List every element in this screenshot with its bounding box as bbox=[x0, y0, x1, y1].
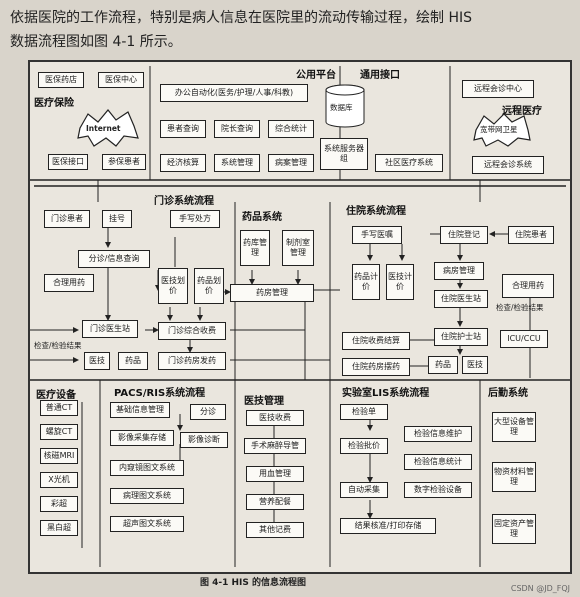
outpatient-doctor-station-box: 门诊医生站 bbox=[82, 320, 138, 338]
other-fees-box: 其他记费 bbox=[246, 522, 304, 538]
outpatient-check-label: 检查/检验结果 bbox=[34, 341, 82, 350]
equipment-item: 黑白超 bbox=[40, 520, 78, 536]
satellite-cloud-icon bbox=[473, 113, 531, 147]
internet-cloud-icon bbox=[77, 109, 139, 147]
equipment-item: 螺旋CT bbox=[40, 424, 78, 440]
inpatient-patient-box: 住院患者 bbox=[508, 226, 554, 244]
system-mgmt-box: 系统管理 bbox=[214, 154, 260, 172]
lab-info-maint-box: 检验信息维护 bbox=[404, 426, 472, 442]
inpatient-drug-use-box: 合理用药 bbox=[502, 274, 554, 298]
inpatient-check-label: 检查/检验结果 bbox=[496, 303, 544, 312]
outpatient-patient-box: 门诊患者 bbox=[44, 210, 90, 228]
outpatient-title: 门诊系统流程 bbox=[154, 196, 214, 207]
inpatient-doctor-station-box: 住院医生站 bbox=[434, 290, 488, 308]
dean-query-box: 院长查询 bbox=[214, 120, 260, 138]
tech-billing-box: 医技收费 bbox=[246, 410, 304, 426]
basic-info-box: 基础信息管理 bbox=[110, 402, 170, 418]
insurance-center-box: 医保中心 bbox=[98, 72, 144, 88]
pacs-title: PACS/RIS系统流程 bbox=[114, 388, 206, 399]
remote-title: 远程医疗 bbox=[502, 106, 542, 117]
equipment-item: 普通CT bbox=[40, 400, 78, 416]
insurance-title: 医疗保险 bbox=[34, 98, 74, 109]
icu-ccu-box: ICU/CCU bbox=[500, 330, 548, 348]
digital-lab-devices-box: 数字检验设备 bbox=[404, 482, 472, 498]
intro-line-1: 依据医院的工作流程，特别是病人信息在医院里的流动传输过程，绘制 HIS bbox=[10, 10, 472, 26]
lab-pricing-box: 检验批价 bbox=[340, 438, 388, 454]
result-verify-box: 结果核准/打印存储 bbox=[340, 518, 436, 534]
lab-stats-box: 检验信息统计 bbox=[404, 454, 472, 470]
inpatient-drugs-box: 药品 bbox=[428, 356, 458, 374]
register-box: 挂号 bbox=[102, 210, 132, 228]
patient-query-box: 患者查询 bbox=[160, 120, 206, 138]
outpatient-dispense-box: 门诊药房发药 bbox=[158, 352, 226, 370]
community-system-box: 社区医疗系统 bbox=[375, 154, 443, 172]
remote-system-box: 远程会诊系统 bbox=[472, 156, 544, 174]
pharmacy-title: 药品系统 bbox=[242, 212, 282, 223]
intro-line-2: 数据流程图如图 4-1 所示。 bbox=[10, 34, 182, 50]
drug-store-box: 药库管理 bbox=[240, 230, 270, 266]
ward-mgmt-box: 病房管理 bbox=[434, 262, 484, 280]
nurse-station-box: 住院护士站 bbox=[434, 328, 488, 346]
outpatient-drug-pricing-box: 药品划价 bbox=[194, 268, 224, 304]
inpatient-drug-pricing-box: 药品计价 bbox=[352, 264, 380, 300]
outpatient-drug-use-box: 合理用药 bbox=[44, 274, 94, 292]
stats-box: 综合统计 bbox=[268, 120, 314, 138]
watermark: CSDN @JD_FQJ bbox=[510, 584, 570, 593]
equipment-item: 彩超 bbox=[40, 496, 78, 512]
anesthesia-box: 手术麻醉导管 bbox=[244, 438, 306, 454]
preparation-room-box: 制剂室管理 bbox=[282, 230, 314, 266]
large-equip-box: 大型设备管理 bbox=[492, 412, 536, 442]
handwritten-orders-box: 手写医嘱 bbox=[352, 226, 402, 244]
inpatient-title: 住院系统流程 bbox=[346, 206, 406, 217]
image-diagnosis-box: 影像诊断 bbox=[180, 432, 228, 448]
outpatient-billing-box: 门诊综合收费 bbox=[158, 322, 226, 340]
inpatient-tech-pricing-box: 医技计价 bbox=[386, 264, 414, 300]
triage-query-box: 分诊/信息查询 bbox=[78, 250, 150, 268]
database-label: 数据库 bbox=[330, 103, 353, 112]
equipment-title: 医疗设备 bbox=[36, 390, 76, 401]
admission-box: 住院登记 bbox=[440, 226, 488, 244]
image-capture-box: 影像采集存储 bbox=[110, 430, 174, 446]
inpatient-dispense-box: 住院药房摆药 bbox=[342, 358, 410, 376]
lis-title: 实验室LIS系统流程 bbox=[342, 388, 430, 399]
equipment-item: 核磁MRI bbox=[40, 448, 78, 464]
outpatient-tech-pricing-box: 医技划价 bbox=[158, 268, 188, 304]
satellite-label: 宽带网卫星 bbox=[480, 125, 518, 134]
insured-patient-box: 参保患者 bbox=[102, 154, 146, 170]
ultrasound-system-box: 超声图文系统 bbox=[110, 516, 184, 532]
nutrition-box: 营养配餐 bbox=[246, 494, 304, 510]
insurance-port-box: 医保接口 bbox=[48, 154, 88, 170]
pathology-system-box: 病理图文系统 bbox=[110, 488, 184, 504]
tech-mgmt-title: 医技管理 bbox=[244, 396, 284, 407]
inpatient-tech-box: 医技 bbox=[462, 356, 488, 374]
endoscope-system-box: 内窥镜图文系统 bbox=[110, 460, 184, 476]
outpatient-drugs-box: 药品 bbox=[118, 352, 148, 370]
office-automation-box: 办公自动化(医务/护理/人事/科教) bbox=[160, 84, 308, 102]
records-mgmt-box: 病案管理 bbox=[268, 154, 314, 172]
fixed-assets-box: 固定资产管理 bbox=[492, 514, 536, 544]
his-diagram: 医保药店 医保中心 医疗保险 Internet 医保接口 参保患者 公用平台 办… bbox=[28, 60, 572, 574]
interface-title: 通用接口 bbox=[360, 70, 400, 81]
pharmacy-mgmt-box: 药房管理 bbox=[230, 284, 314, 302]
server-group-box: 系统服务器组 bbox=[320, 138, 368, 170]
inpatient-settlement-box: 住院收费结算 bbox=[342, 332, 410, 350]
remote-center-box: 远程会诊中心 bbox=[462, 80, 534, 98]
materials-box: 物资材料管理 bbox=[492, 462, 536, 492]
lab-order-box: 检验单 bbox=[340, 404, 388, 420]
outpatient-tech-box: 医技 bbox=[84, 352, 110, 370]
auto-collect-box: 自动采集 bbox=[340, 482, 388, 498]
insurance-pharmacy-box: 医保药店 bbox=[38, 72, 84, 88]
handwritten-prescription-box: 手写处方 bbox=[170, 210, 220, 228]
accounting-box: 经济核算 bbox=[160, 154, 206, 172]
pacs-triage-box: 分诊 bbox=[190, 404, 226, 420]
platform-title: 公用平台 bbox=[296, 70, 336, 81]
figure-caption: 图 4-1 HIS 的信息流程图 bbox=[200, 578, 307, 588]
internet-label: Internet bbox=[86, 124, 121, 133]
blood-mgmt-box: 用血管理 bbox=[246, 466, 304, 482]
database-icon bbox=[325, 84, 365, 128]
logistics-title: 后勤系统 bbox=[488, 388, 528, 399]
equipment-item: X光机 bbox=[40, 472, 78, 488]
